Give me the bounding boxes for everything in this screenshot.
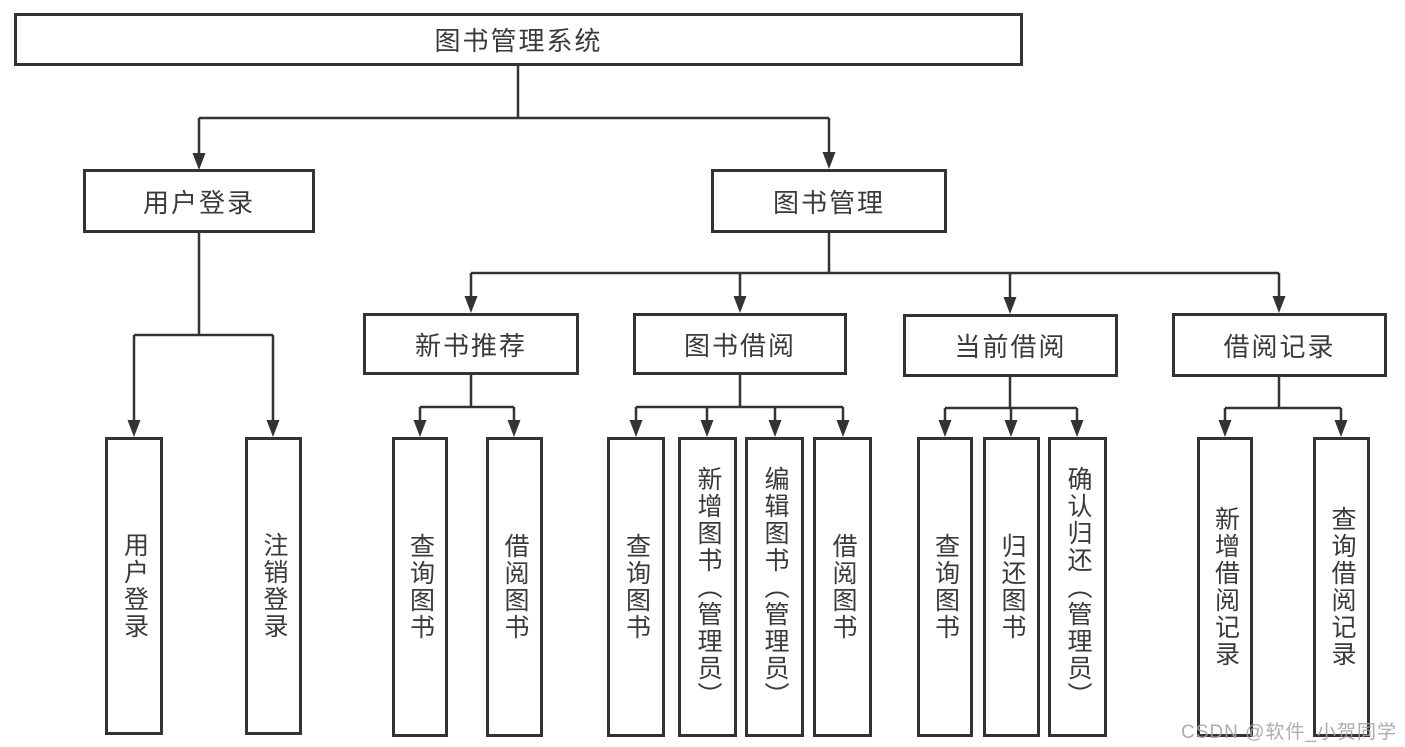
node-borrow-record: 借阅记录 — [1172, 313, 1387, 377]
arrowhead-icon — [822, 152, 836, 169]
node-book-management: 图书管理 — [711, 169, 947, 233]
leaf-record-query-borrow-record: 查询借阅记录 — [1313, 437, 1370, 737]
arrowhead-icon — [507, 420, 521, 437]
csdn-watermark: CSDN @软件_小贺同学 — [1181, 722, 1397, 743]
arrowhead-icon — [1272, 296, 1286, 313]
node-new-book-recommend: 新书推荐 — [363, 313, 579, 375]
arrowhead-icon — [629, 420, 643, 437]
arrowhead-icon — [127, 420, 141, 437]
arrowhead-icon — [1004, 420, 1018, 437]
leaf-user-login: 用户登录 — [105, 437, 163, 735]
leaf-newbook-query-books: 查询图书 — [392, 437, 448, 737]
node-user-login: 用户登录 — [83, 169, 315, 233]
arrowhead-icon — [768, 420, 782, 437]
arrowhead-icon — [700, 420, 714, 437]
leaf-borrow-edit-books-admin: 编辑图书（管理员） — [745, 437, 804, 737]
arrowhead-icon — [836, 420, 850, 437]
leaf-current-confirm-return-admin: 确认归还（管理员） — [1048, 437, 1107, 737]
leaf-current-return-books: 归还图书 — [983, 437, 1040, 737]
node-current-borrow: 当前借阅 — [903, 314, 1118, 377]
arrowhead-icon — [1070, 420, 1084, 437]
arrowhead-icon — [1334, 420, 1348, 437]
leaf-newbook-borrow-books: 借阅图书 — [486, 437, 543, 737]
node-book-borrow: 图书借阅 — [633, 313, 847, 375]
arrowhead-icon — [1003, 297, 1017, 314]
arrowhead-icon — [192, 153, 206, 170]
arrowhead-icon — [938, 420, 952, 437]
leaf-borrow-add-books-admin: 新增图书（管理员） — [678, 437, 737, 737]
leaf-current-query-books: 查询图书 — [917, 437, 973, 737]
arrowhead-icon — [464, 296, 478, 313]
leaf-borrow-borrow-books: 借阅图书 — [813, 437, 872, 737]
arrowhead-icon — [266, 420, 280, 437]
arrowhead-icon — [733, 296, 747, 313]
arrowhead-icon — [413, 420, 427, 437]
node-root-system: 图书管理系统 — [14, 13, 1023, 66]
leaf-record-add-borrow-record: 新增借阅记录 — [1197, 437, 1253, 737]
leaf-logout-login: 注销登录 — [245, 437, 302, 735]
arrowhead-icon — [1218, 420, 1232, 437]
leaf-borrow-query-books: 查询图书 — [607, 437, 665, 737]
